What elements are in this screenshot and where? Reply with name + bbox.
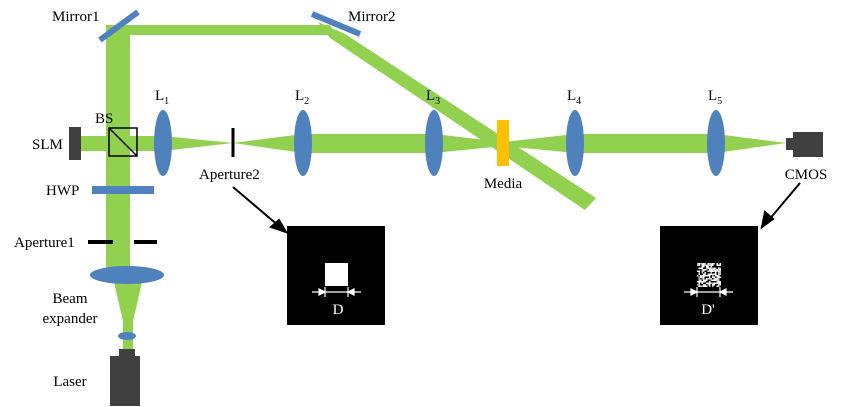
cmos-camera (786, 132, 823, 157)
label-aperture1: Aperture1 (14, 235, 75, 251)
beam-slm-l1 (80, 136, 164, 151)
label-lens-l1: L1 (155, 88, 169, 107)
inset-input-width-label: D (333, 302, 344, 318)
beam-l2-expand (233, 134, 303, 153)
inset-output-width-arrow (684, 287, 733, 297)
label-mirror2: Mirror2 (348, 9, 396, 25)
lens-l3 (425, 110, 443, 176)
arrow-cmos-inset (767, 182, 801, 222)
lens-l2 (294, 110, 312, 176)
label-hwp: HWP (46, 183, 79, 199)
pointer-arrows (232, 182, 801, 234)
label-aperture2: Aperture2 (199, 167, 260, 183)
beam-l1-focus (163, 136, 233, 151)
inset-output-image: D' (660, 226, 758, 325)
beam-media-l4 (503, 134, 575, 153)
inset-input-square (325, 263, 348, 286)
beam-l3-media (434, 134, 503, 153)
lens-l1 (154, 110, 172, 176)
beam-expander-cone (113, 278, 143, 334)
label-slm: SLM (32, 137, 63, 153)
label-bs: BS (95, 111, 113, 127)
beam-l2-l3 (303, 134, 434, 153)
arrow-aperture2-inset (232, 186, 281, 228)
label-lens-l3: L3 (426, 88, 440, 107)
inset-output-speckle-square (697, 263, 721, 287)
lens-l4 (566, 110, 584, 176)
slm-device (69, 127, 81, 160)
label-beam-expander-line2: expander (43, 311, 98, 327)
laser-beams (80, 22, 786, 350)
laser-device (110, 349, 140, 406)
label-media: Media (484, 176, 523, 192)
recording-media (497, 120, 509, 166)
mirror1 (98, 9, 140, 43)
beam-expander-lens-large (90, 266, 164, 284)
beam-l5-cmos (716, 134, 786, 153)
beam-vertical-main (106, 30, 130, 280)
label-lens-l4: L4 (567, 88, 581, 107)
lens-l5 (707, 110, 725, 176)
inset-input-image: D (287, 226, 385, 325)
label-lens-l5: L5 (708, 88, 722, 107)
label-lens-l2: L2 (295, 88, 309, 107)
beam-expander-lens-small (118, 332, 136, 340)
beam-top (106, 25, 336, 40)
mirror2 (310, 11, 362, 37)
beam-l4-l5 (575, 134, 716, 153)
label-mirror1: Mirror1 (52, 9, 100, 25)
label-laser: Laser (53, 374, 86, 390)
label-cmos: CMOS (785, 167, 828, 183)
beam-diagonal (318, 22, 596, 210)
half-wave-plate (92, 186, 154, 194)
label-beam-expander-line1: Beam (53, 291, 88, 307)
beam-splitter (108, 127, 138, 157)
inset-output-width-label: D' (701, 302, 715, 318)
inset-input-width-arrow (312, 287, 361, 297)
